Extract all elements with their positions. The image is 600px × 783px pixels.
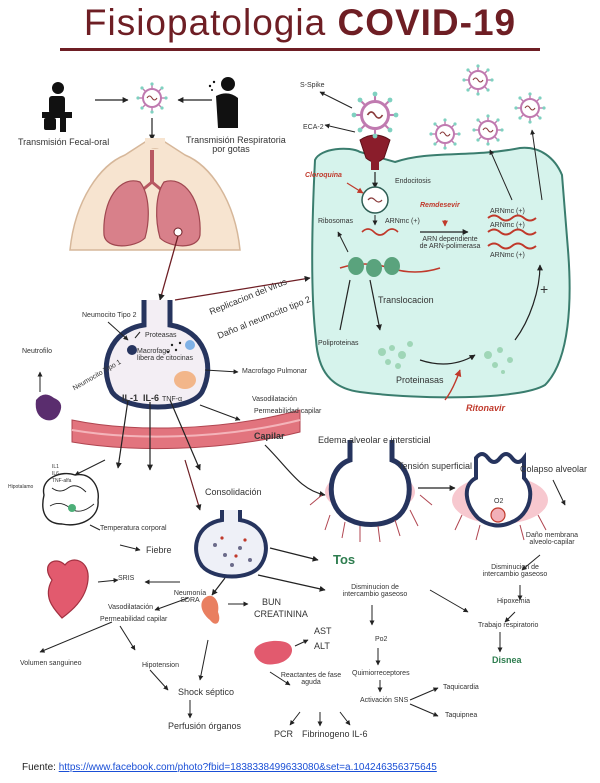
label-proteasas: Proteasas <box>145 332 177 339</box>
virus-icon <box>471 113 505 147</box>
label-o2: O2 <box>494 498 504 505</box>
label-arnmc-c: ARNmc (+) <box>490 252 525 259</box>
label-neumocito-2: Neumocito Tipo 2 <box>82 312 137 319</box>
proteinasas-fragments <box>484 347 513 374</box>
label-volumen: Volumen sanguineo <box>20 660 82 667</box>
source-line: Fuente: https://www.facebook.com/photo?f… <box>22 762 437 773</box>
title-prefix: Fisiopatologia <box>83 2 327 43</box>
label-permeabilidad: Permeabilidad capilar <box>254 408 322 415</box>
label-vasodilatacion: Vasodilatación <box>252 396 298 403</box>
kidney <box>201 595 220 624</box>
toilet-person-icon <box>42 82 72 132</box>
label-arn-dependiente: ARN dependiente de ARN-polimerasa <box>419 236 481 251</box>
label-hipoxemia: Hipoxemia <box>497 598 531 605</box>
label-poliproteinas: Poliproteinas <box>318 340 359 347</box>
virus-icon <box>135 81 169 115</box>
collapsed-alveolus <box>452 452 548 541</box>
label-tnf-small: TNF-alfa <box>52 478 72 484</box>
label-macrofago-pulmonar: Macrofago Pulmonar <box>242 368 307 375</box>
label-neumonia: Neumonía SDRA <box>173 590 207 605</box>
polyproteins <box>378 341 413 369</box>
label-consolidacion: Consolidación <box>205 487 262 497</box>
label-taquicardia: Taquicardia <box>443 684 479 691</box>
edema-alveolus <box>309 440 433 543</box>
label-reactantes: Reactantes de fase aguda <box>280 672 342 687</box>
label-tnf: TNF-α <box>162 396 182 403</box>
label-vasodilatacion-2: Vasodilatación <box>108 604 154 611</box>
liver <box>254 640 293 665</box>
label-il6-final: IL-6 <box>352 729 368 739</box>
capillary <box>71 409 301 450</box>
alveolus <box>103 300 211 410</box>
label-temperatura: Temperatura corporal <box>100 525 167 532</box>
label-arnmc-b: ARNmc (+) <box>490 222 525 229</box>
label-edema: Edema alveolar e intersticial <box>318 435 431 445</box>
label-proteinasas: Proteinasas <box>396 375 444 385</box>
label-permeabilidad-2: Permeabilidad capilar <box>100 616 168 623</box>
label-il1: IL-1 <box>122 393 139 403</box>
label-perfusion: Perfusión órganos <box>168 721 242 731</box>
label-cloroquina: Cloroquina <box>305 172 342 179</box>
label-plus: + <box>540 281 549 297</box>
title-underline <box>60 48 540 51</box>
label-il6-small: IL6 <box>52 471 59 477</box>
virus-icon <box>513 91 547 125</box>
label-neutrofilo: Neutrofilo <box>22 348 52 355</box>
label-taquipnea: Taquipnea <box>445 712 478 719</box>
label-il6: IL-6 <box>143 393 160 403</box>
label-dano-membrana: Daño membrana alveolo-capilar <box>525 532 579 547</box>
label-fecal-oral: Transmisión Fecal-oral <box>18 137 110 147</box>
label-activacion: Activación SNS <box>360 697 409 704</box>
label-arnmc-1: ARNmc (+) <box>385 218 420 225</box>
label-ritonavir: Ritonavir <box>466 403 506 413</box>
label-hipotalamo: Hipotalamo <box>8 484 34 490</box>
label-eca2: ECA-2 <box>303 124 324 131</box>
label-bun: BUN <box>262 597 282 607</box>
label-remdesevir: Remdesevir <box>420 202 460 209</box>
rna-strands <box>487 214 537 250</box>
label-endocitosis: Endocitosis <box>395 178 431 185</box>
page-title: Fisiopatologia COVID-19 <box>0 2 600 44</box>
label-hipotension: Hipotension <box>142 662 179 669</box>
virus-icon <box>461 63 495 97</box>
source-link[interactable]: https://www.facebook.com/photo?fbid=1838… <box>58 762 437 773</box>
label-tension: Tensión superficial <box>398 461 473 471</box>
ribosome-cluster <box>339 257 441 277</box>
virus-icon <box>428 117 462 151</box>
label-tos: Tos <box>333 552 356 567</box>
source-prefix: Fuente: <box>22 762 59 773</box>
label-fiebre: Fiebre <box>146 545 172 555</box>
label-quimiorreceptores: Quimiorreceptores <box>352 670 410 677</box>
label-creatinina: CREATININA <box>254 609 308 619</box>
label-alt: ALT <box>314 641 330 651</box>
label-ast: AST <box>314 626 332 636</box>
label-arnmc-a: ARNmc (+) <box>490 208 525 215</box>
label-sris: SRIS <box>118 575 135 582</box>
label-il1-small: IL1 <box>52 464 59 470</box>
label-colapso: Colapso alveolar <box>520 464 588 474</box>
label-s-spike: S-Spike <box>300 82 325 89</box>
label-capilar: Capilar <box>254 431 285 441</box>
torso-lungs <box>69 138 241 251</box>
label-disnea: Disnea <box>492 655 522 665</box>
label-disminucion-2: Disminucion de intercambio gaseoso <box>342 584 408 599</box>
label-po2: Po2 <box>375 636 388 643</box>
eca2-receptor <box>359 134 391 163</box>
label-respiratoria: Transmisión Respiratoria por gotas <box>186 135 286 155</box>
label-macrofago: Macrofago libera de citocinas <box>137 348 194 363</box>
coughing-person-icon <box>208 77 238 128</box>
brain <box>42 472 99 526</box>
title-bold: COVID-19 <box>337 2 517 43</box>
label-disminucion-1: Disminucion de intercambio gaseoso <box>482 564 548 579</box>
label-shock: Shock séptico <box>178 687 235 697</box>
consolidated-alveolus <box>194 510 268 579</box>
label-fibrinogeno: Fibrinogeno <box>302 729 350 739</box>
label-translocacion: Translocacion <box>378 295 434 305</box>
label-pcr: PCR <box>274 729 294 739</box>
heart <box>46 559 89 619</box>
label-trabajo: Trabajo respiratorio <box>478 622 539 629</box>
label-ribosomas: Ribosomas <box>318 218 354 225</box>
neutrophil <box>35 394 62 421</box>
